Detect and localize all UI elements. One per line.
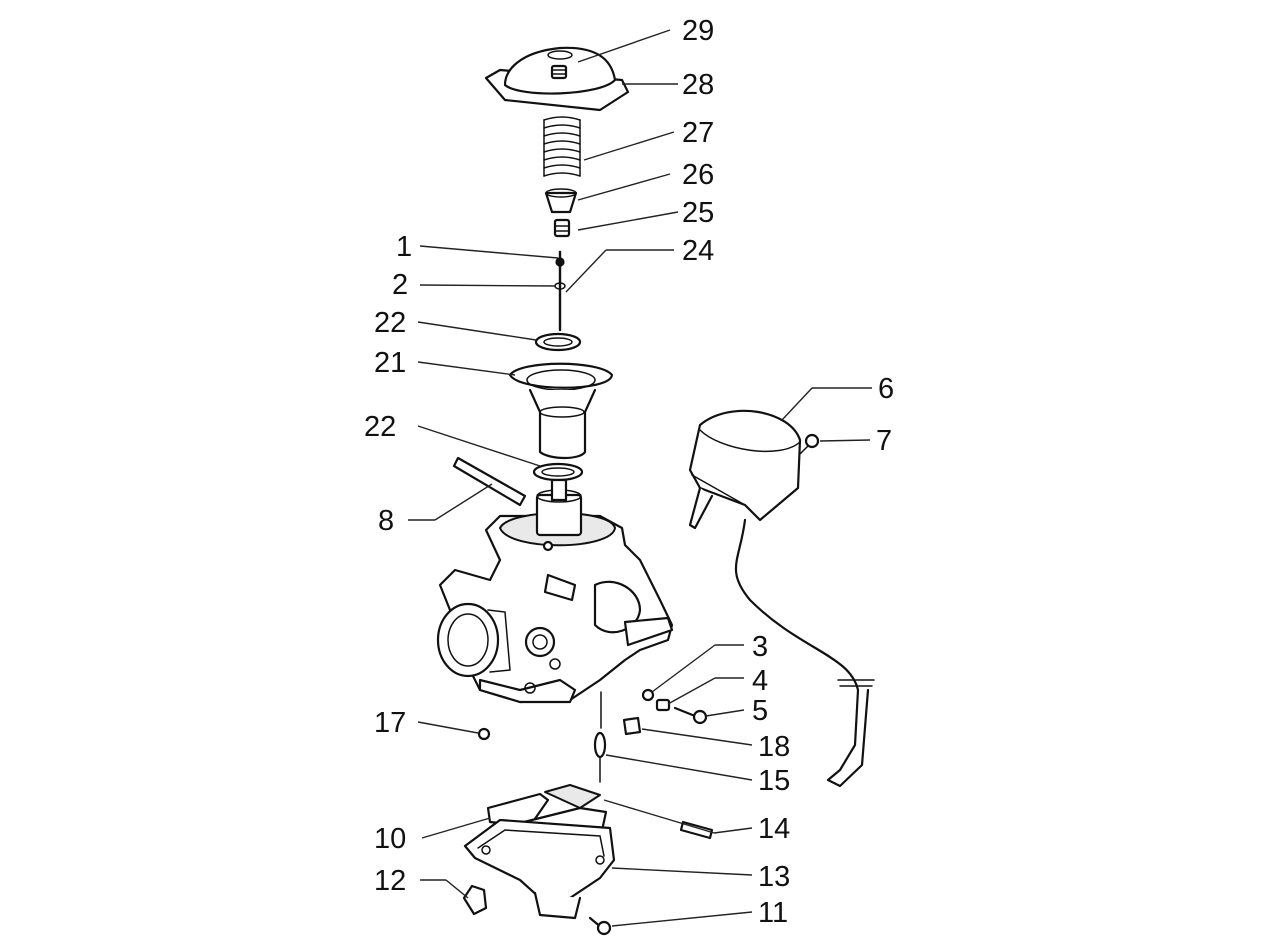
callout-labels: 29 28 27 26 25 24 1 2 22 21 22 8 6 7 3 4…: [364, 15, 894, 929]
part-screw-11: [588, 916, 612, 936]
callout-27: 27: [682, 117, 714, 149]
part-screw-5: [673, 706, 708, 725]
part-needle-holder: [553, 218, 571, 238]
part-o-ring-upper: [534, 332, 582, 352]
callout-3: 3: [752, 631, 768, 663]
callout-21: 21: [374, 347, 406, 379]
callout-29: 29: [682, 15, 714, 47]
callout-14: 14: [758, 813, 790, 845]
callout-4: 4: [752, 665, 768, 697]
part-screw-7: [799, 433, 820, 455]
part-pin: [452, 456, 527, 507]
part-spring: [543, 116, 581, 177]
part-spring-seat: [544, 191, 578, 214]
part-spring-4: [655, 698, 671, 712]
part-washer-3: [641, 688, 655, 702]
callout-2: 2: [392, 269, 408, 301]
callout-8: 8: [378, 505, 394, 537]
callout-12: 12: [374, 865, 406, 897]
callout-6: 6: [878, 373, 894, 405]
callout-18: 18: [758, 731, 790, 763]
callout-17: 17: [374, 707, 406, 739]
callout-15: 15: [758, 765, 790, 797]
callout-22-lower: 22: [364, 411, 396, 443]
part-starter-unit: [688, 409, 875, 788]
callout-24: 24: [682, 235, 714, 267]
callout-11: 11: [758, 897, 788, 929]
part-top-cover: [484, 46, 630, 112]
callout-28: 28: [682, 69, 714, 101]
callout-26: 26: [682, 159, 714, 191]
part-jet: [593, 691, 607, 783]
part-o-ring-lower: [532, 462, 584, 482]
callout-22-upper: 22: [374, 307, 406, 339]
part-nut-17: [477, 727, 491, 741]
callout-25: 25: [682, 197, 714, 229]
callout-1: 1: [396, 231, 412, 263]
part-diaphragm-slide: [508, 362, 614, 460]
callout-5: 5: [752, 695, 768, 727]
part-drain-plug: [462, 884, 488, 916]
callout-10: 10: [374, 823, 406, 855]
leader-lines: [408, 29, 872, 927]
callout-7: 7: [876, 425, 892, 457]
part-carburetor-body: [436, 478, 674, 704]
part-needle: [554, 250, 566, 332]
part-plug-18: [622, 716, 642, 736]
callout-13: 13: [758, 861, 790, 893]
part-float-bowl: [463, 818, 616, 920]
